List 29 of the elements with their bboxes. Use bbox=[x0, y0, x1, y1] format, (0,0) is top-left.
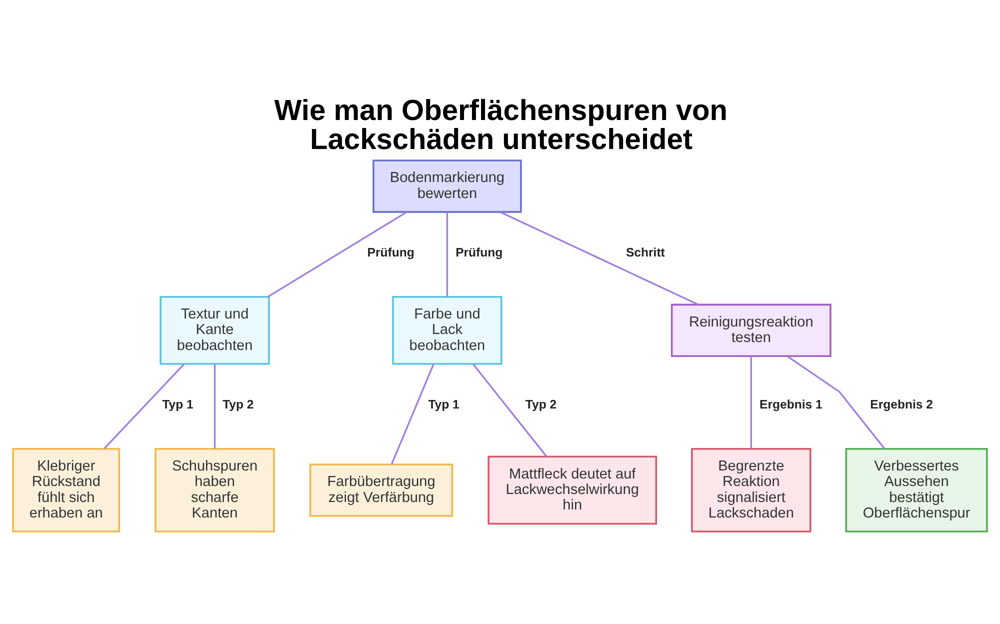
connector bbox=[446, 212, 448, 296]
node-box: Farbübertragung zeigt Verfärbung bbox=[309, 463, 454, 516]
connector bbox=[104, 363, 185, 449]
edge-label: Schritt bbox=[626, 244, 665, 259]
edge-label: Prüfung bbox=[367, 244, 414, 259]
edge-label: Ergebnis 2 bbox=[870, 396, 933, 411]
node-box: Mattfleck deutet auf Lackwechselwirkung hin bbox=[488, 455, 658, 524]
edge-label: Typ 2 bbox=[525, 396, 557, 411]
node-box: Begrenzte Reaktion signalisiert Lackschaden bbox=[691, 447, 812, 532]
edge-label: Ergebnis 1 bbox=[760, 396, 822, 411]
connector bbox=[267, 210, 408, 298]
connector bbox=[214, 364, 216, 448]
node-box: Textur und Kante beobachten bbox=[160, 295, 270, 364]
connector bbox=[500, 210, 699, 305]
connector bbox=[787, 355, 886, 449]
node-box: Farbe und Lack beobachten bbox=[392, 295, 502, 364]
node-box: Schuhspuren haben scharfe Kanten bbox=[154, 447, 275, 532]
edge-label: Typ 2 bbox=[222, 396, 254, 411]
edge-label: Typ 1 bbox=[428, 396, 460, 411]
diagram-title: Wie man Oberflächenspuren von Lackschäden unterscheidet bbox=[274, 94, 728, 156]
node-box: Klebriger Rückstand fühlt sich erhaben an bbox=[12, 447, 120, 532]
node-box: Reinigungsreaktion testen bbox=[670, 303, 832, 356]
connector bbox=[390, 363, 434, 464]
node-box: Verbessertes Aussehen bestätigt Oberflächenspur bbox=[845, 447, 988, 532]
connector bbox=[472, 363, 548, 456]
edge-label: Prüfung bbox=[456, 244, 503, 259]
connector bbox=[750, 356, 752, 448]
edge-label: Typ 1 bbox=[162, 396, 194, 411]
node-box: Bodenmarkierung bewerten bbox=[372, 159, 522, 212]
